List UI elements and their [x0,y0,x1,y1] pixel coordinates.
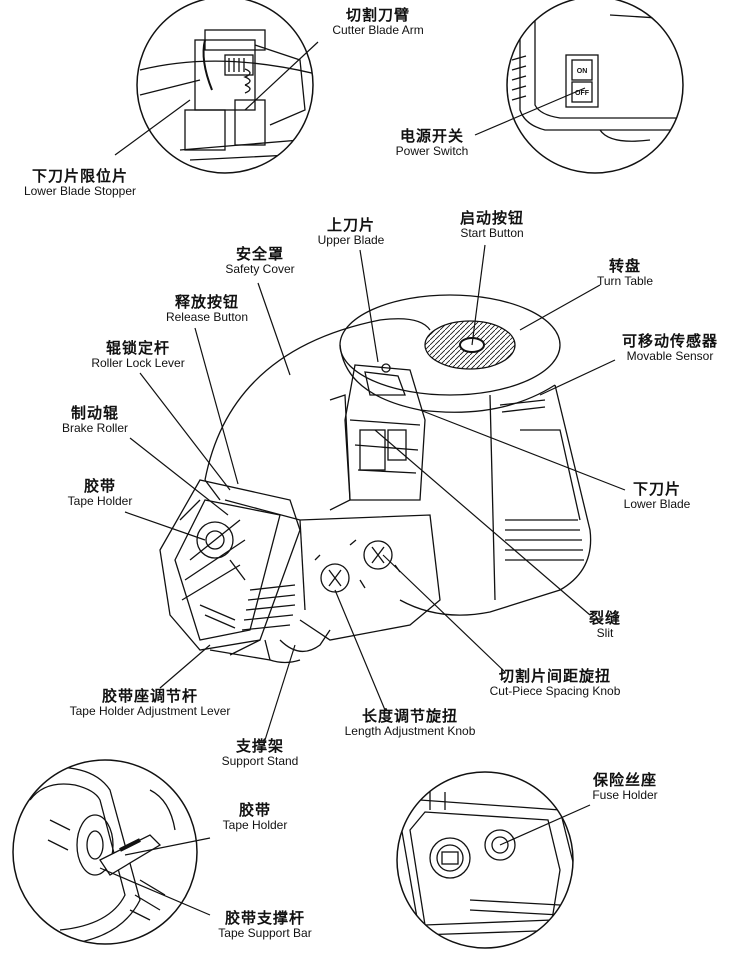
detail-circle-fuse-holder [396,771,574,949]
label-power-switch: 电源开关 Power Switch [382,127,482,159]
detail-circle-power-switch: ON OFF [506,0,684,174]
label-en: Lower Blade [623,497,691,512]
label-tape-holder-adjustment-lever: 胶带座调节杆 Tape Holder Adjustment Lever [50,687,250,719]
label-tape-holder: 胶带 Tape Holder [50,477,150,509]
label-zh: 裂缝 [588,609,621,627]
label-zh: 保险丝座 [592,771,657,789]
label-en: Tape Holder [222,818,288,833]
label-zh: 辊锁定杆 [105,339,170,357]
detail-circle-tape-holder [12,759,198,945]
label-start-button: 启动按钮 Start Button [442,209,542,241]
label-en: Turn Table [596,274,654,289]
leader-lines [99,41,626,916]
label-zh: 启动按钮 [459,209,524,227]
label-zh: 胶带座调节杆 [101,687,198,705]
label-zh: 胶带 [83,477,116,495]
label-zh: 转盘 [608,257,641,275]
detail-circle-cutter-arm [136,0,314,174]
label-tape-support-bar: 胶带支撑杆 Tape Support Bar [200,909,330,941]
label-lower-blade-stopper: 下刀片限位片 Lower Blade Stopper [5,167,155,199]
switch-off-text: OFF [575,90,590,97]
label-zh: 释放按钮 [174,293,239,311]
label-roller-lock-lever: 辊锁定杆 Roller Lock Lever [78,339,198,371]
label-en: Brake Roller [61,421,129,436]
label-turn-table: 转盘 Turn Table [580,257,670,289]
label-zh: 支撑架 [235,737,284,755]
label-cut-piece-spacing-knob: 切割片间距旋扭 Cut-Piece Spacing Knob [470,667,640,699]
label-zh: 长度调节旋扭 [361,707,458,725]
label-upper-blade: 上刀片 Upper Blade [306,216,396,248]
label-length-adjustment-knob: 长度调节旋扭 Length Adjustment Knob [330,707,490,739]
label-en: Tape Holder [67,494,133,509]
label-en: Cutter Blade Arm [332,23,424,38]
switch-on-text: ON [577,68,588,75]
label-en: Cut-Piece Spacing Knob [489,684,621,699]
label-zh: 上刀片 [326,216,375,234]
main-machine-illustration [159,294,592,664]
label-en: Safety Cover [225,262,295,277]
label-lower-blade: 下刀片 Lower Blade [612,480,702,512]
label-en: Movable Sensor [626,349,714,364]
label-release-button: 释放按钮 Release Button [152,293,262,325]
label-zh: 下刀片 [632,480,681,498]
label-zh: 制动辊 [70,404,119,422]
label-en: Release Button [165,310,249,325]
label-support-stand: 支撑架 Support Stand [210,737,310,769]
label-zh: 电源开关 [399,127,464,145]
label-brake-roller: 制动辊 Brake Roller [45,404,145,436]
label-en: Roller Lock Lever [91,356,185,371]
label-zh: 下刀片限位片 [31,167,128,185]
label-slit: 裂缝 Slit [575,609,635,641]
label-zh: 切割刀臂 [345,6,410,24]
label-zh: 安全罩 [235,245,284,263]
label-en: Tape Support Bar [218,926,312,941]
label-en: Tape Holder Adjustment Lever [69,704,231,719]
label-fuse-holder: 保险丝座 Fuse Holder [580,771,670,803]
label-en: Power Switch [395,144,469,159]
label-zh: 胶带 [238,801,271,819]
label-zh: 可移动传感器 [621,332,718,350]
label-en: Start Button [460,226,524,241]
label-cutter-blade-arm: 切割刀臂 Cutter Blade Arm [308,6,448,38]
label-zh: 切割片间距旋扭 [498,667,611,685]
label-en: Fuse Holder [592,788,658,803]
label-en: Length Adjustment Knob [344,724,476,739]
label-en: Slit [596,626,614,641]
label-zh: 胶带支撑杆 [224,909,305,927]
label-en: Lower Blade Stopper [23,184,137,199]
label-en: Upper Blade [317,233,385,248]
label-en: Support Stand [221,754,299,769]
label-safety-cover: 安全罩 Safety Cover [210,245,310,277]
label-movable-sensor: 可移动传感器 Movable Sensor [605,332,735,364]
label-tape-holder-detail: 胶带 Tape Holder [200,801,310,833]
